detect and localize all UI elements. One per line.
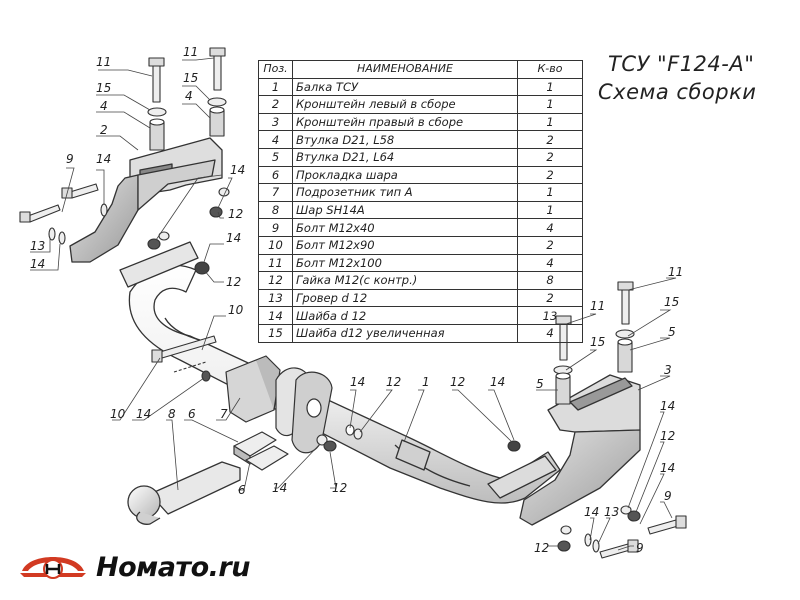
parts-table-header: Поз. НАИМЕНОВАНИЕ К-во (258, 60, 583, 79)
callout-4: 4 (185, 89, 193, 103)
callout-11: 11 (96, 55, 111, 69)
callout-10: 10 (228, 303, 244, 317)
callout-14: 14 (136, 407, 151, 421)
car-logo-icon (20, 557, 86, 579)
callout-9: 9 (66, 152, 74, 166)
tow-ball (127, 461, 241, 525)
callout-14: 14 (96, 152, 111, 166)
callout-15: 15 (96, 81, 111, 95)
callout-10: 10 (110, 407, 126, 421)
callout-15: 15 (183, 71, 198, 85)
callout-11: 11 (183, 45, 198, 59)
leader-lines (30, 57, 677, 551)
callout-13: 13 (604, 505, 619, 519)
left-bracket (69, 137, 223, 263)
callout-14: 14 (490, 375, 505, 389)
callout-12: 12 (450, 375, 465, 389)
callout-15: 15 (664, 295, 679, 309)
callout-6: 6 (238, 483, 246, 497)
site-logo[interactable]: Номато.ru (18, 550, 250, 584)
callout-14: 14 (660, 461, 675, 475)
header-name: НАИМЕНОВАНИЕ (292, 60, 518, 79)
right-bracket (519, 374, 641, 526)
callout-14: 14 (226, 231, 241, 245)
callout-11: 11 (668, 265, 683, 279)
callout-14: 14 (350, 375, 365, 389)
ball-spacers (233, 431, 289, 471)
callout-14: 14 (272, 481, 287, 495)
header-qty: К-во (517, 60, 583, 79)
callout-14: 14 (230, 163, 245, 177)
callout-1: 1 (422, 375, 430, 389)
callout-12: 12 (386, 375, 401, 389)
callout-14: 14 (584, 505, 599, 519)
callout-12: 12 (534, 541, 549, 555)
callout-5: 5 (668, 325, 676, 339)
header-pos: Поз. (258, 60, 293, 79)
callout-12: 12 (332, 481, 347, 495)
callout-6: 6 (188, 407, 196, 421)
callout-4: 4 (100, 99, 108, 113)
callout-12: 12 (660, 429, 675, 443)
callout-15: 15 (590, 335, 605, 349)
callout-12: 12 (228, 207, 243, 221)
callout-11: 11 (590, 299, 605, 313)
callout-14: 14 (30, 257, 45, 271)
callout-9: 9 (636, 541, 644, 555)
callout-7: 7 (220, 407, 228, 421)
callout-8: 8 (168, 407, 176, 421)
diagram-title: ТСУ "F124-A" (608, 52, 755, 76)
callout-3: 3 (664, 363, 672, 377)
callout-2: 2 (100, 123, 108, 137)
socket-plate (225, 355, 281, 423)
ball-mount (275, 367, 333, 454)
logo-text: Номато.ru (96, 551, 250, 583)
callout-labels: 11 15 4 2 9 14 13 14 11 15 4 14 12 14 12… (30, 45, 683, 555)
callout-9: 9 (664, 489, 672, 503)
callout-5: 5 (536, 377, 544, 391)
callout-14: 14 (660, 399, 675, 413)
callout-12: 12 (226, 275, 241, 289)
callout-13: 13 (30, 239, 45, 253)
diagram-subtitle: Схема сборки (598, 80, 757, 104)
